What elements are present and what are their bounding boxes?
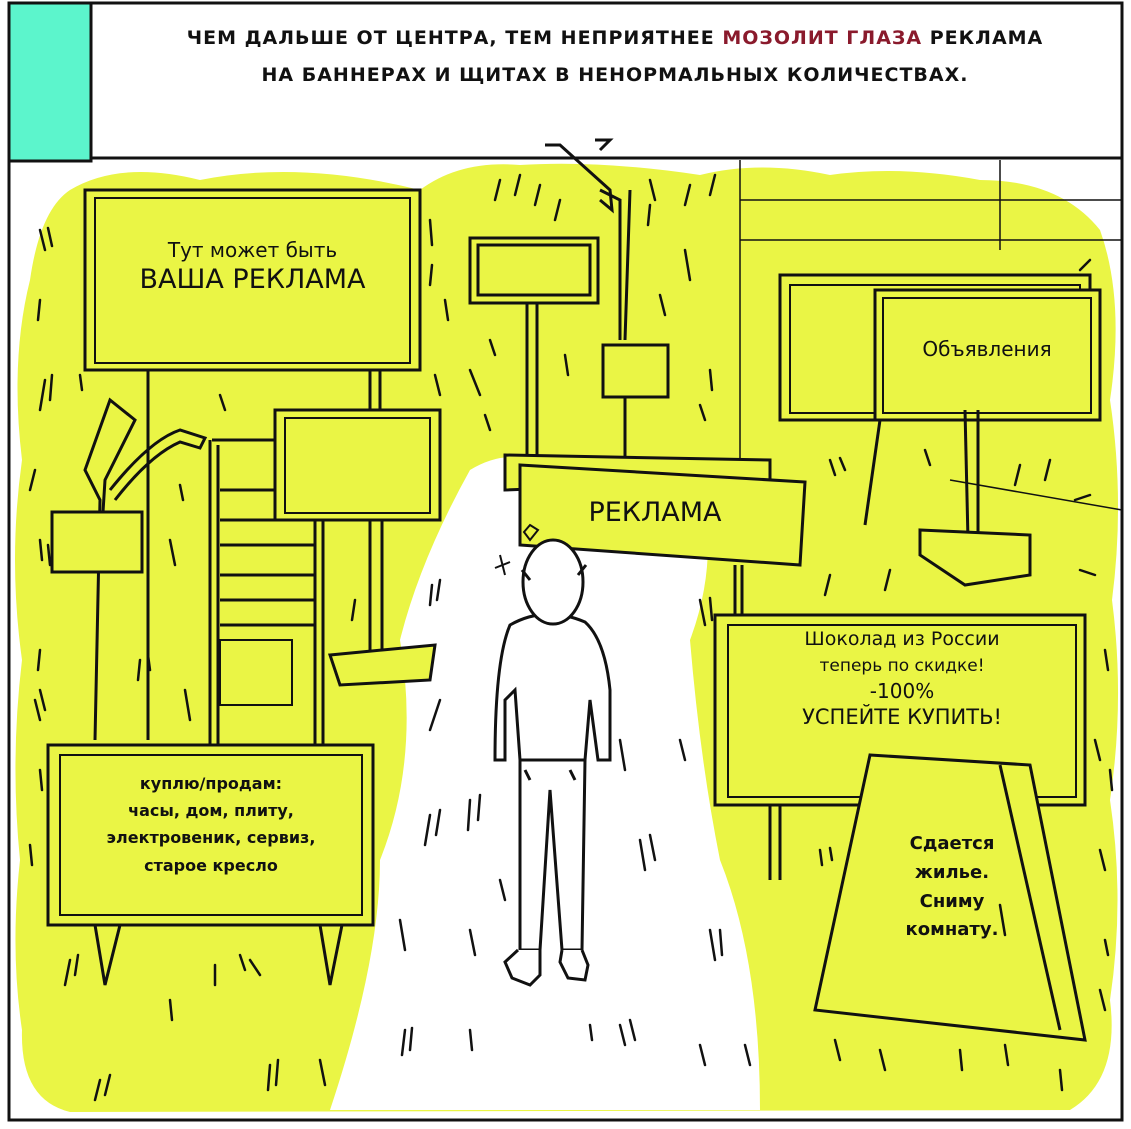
rent-line-2: жилье. bbox=[914, 861, 990, 883]
notices-sign-text: Объявления bbox=[922, 337, 1052, 361]
chocolate-line-4: УСПЕЙТЕ КУПИТЬ! bbox=[802, 705, 1002, 729]
rent-line-1: Сдается bbox=[909, 833, 995, 854]
street-lamp-center bbox=[468, 138, 670, 458]
buy-sell-line-2: часы, дом, плиту, bbox=[128, 801, 294, 821]
buy-sell-line-1: куплю/продам: bbox=[139, 774, 283, 793]
caption-line-2: на баннерах и щитах в ненормальных колич… bbox=[261, 64, 969, 86]
corner-tab bbox=[7, 1, 93, 163]
chocolate-line-3: -100% bbox=[869, 679, 935, 703]
sparkle-icon bbox=[494, 523, 540, 576]
person-figure bbox=[493, 538, 612, 987]
chocolate-sign-text: Шоколад из России теперь по скидке! -100… bbox=[728, 628, 1076, 730]
rent-line-4: комнату. bbox=[905, 919, 999, 941]
chocolate-line-1: Шоколад из России bbox=[804, 628, 1000, 650]
caption-line-1: Чем дальше от центра, тем неприятнее моз… bbox=[110, 27, 1120, 49]
ladder-rack bbox=[208, 438, 325, 750]
buy-sell-line-4: старое кресло bbox=[144, 855, 278, 875]
chocolate-line-2: теперь по скидке! bbox=[819, 655, 985, 676]
billboard-your-ad bbox=[83, 188, 422, 740]
rent-line-3: Сниму bbox=[919, 890, 985, 912]
buy-sell-line-3: электровеник, сервиз, bbox=[106, 828, 316, 848]
caption-text-end: реклама bbox=[922, 27, 1044, 49]
small-monitor-sign bbox=[273, 408, 442, 687]
caption-text-start: Чем дальше от центра, тем неприятнее bbox=[186, 27, 723, 49]
billboard-center-ad bbox=[503, 453, 807, 615]
your-ad-line-2: ВАША РЕКЛАМА bbox=[139, 264, 366, 295]
street-lamp-left bbox=[50, 397, 208, 741]
grass-strokes bbox=[28, 173, 1114, 1102]
buy-sell-sign-text: куплю/продам: часы, дом, плиту, электров… bbox=[60, 770, 362, 879]
billboard-your-ad-text: Тут может быть ВАША РЕКЛАМА bbox=[95, 238, 410, 297]
center-ad-sign-text: РЕКЛАМА bbox=[588, 497, 722, 528]
your-ad-line-1: Тут может быть bbox=[167, 238, 338, 262]
billboard-buy-sell bbox=[46, 743, 375, 986]
billboard-notices bbox=[778, 273, 1102, 587]
caption-accent-text: мозолит глаза bbox=[722, 27, 923, 49]
rent-sign-text: Сдается жилье. Сниму комнату. bbox=[862, 830, 1042, 945]
sandwich-board-rent bbox=[813, 753, 1087, 1042]
